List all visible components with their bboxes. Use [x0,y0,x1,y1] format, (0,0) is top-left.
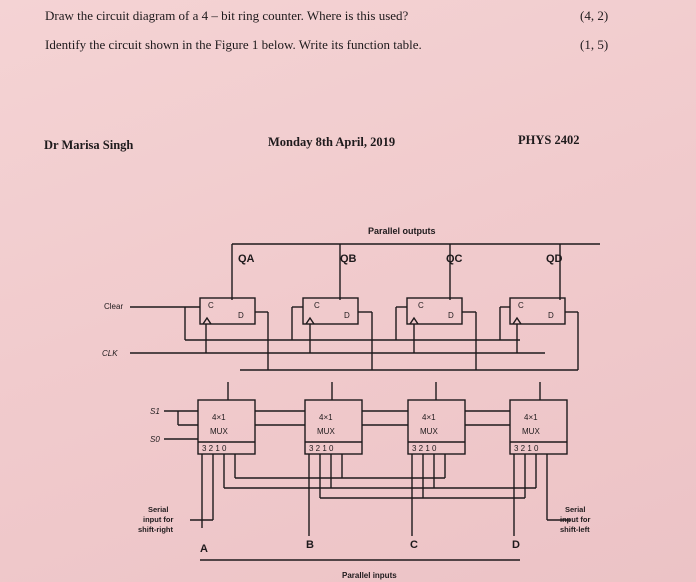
serial-left-label-1: Serial [565,505,585,514]
clear-label: Clear [104,302,123,311]
serial-right-label-1: Serial [148,505,168,514]
svg-text:3 2 1 0: 3 2 1 0 [412,444,437,453]
svg-text:MUX: MUX [210,427,228,436]
author: Dr Marisa Singh [44,138,134,152]
serial-right-label-2: input for [143,515,173,524]
svg-text:MUX: MUX [522,427,540,436]
parallel-inputs-label: Parallel inputs [342,571,397,580]
output-qd: QD [546,253,563,265]
svg-text:3 2 1 0: 3 2 1 0 [202,444,227,453]
exam-date: Monday 8th April, 2019 [268,135,396,149]
s1-label: S1 [150,407,160,416]
s0-label: S0 [150,435,160,444]
output-qa: QA [238,253,255,265]
mux-input-wiring [190,454,570,536]
svg-text:4×1: 4×1 [524,413,538,422]
flipflop-d: C D [509,297,566,325]
input-a: A [200,543,208,555]
output-qc: QC [446,253,463,265]
output-qb: QB [340,253,357,265]
course-code: PHYS 2402 [518,133,580,147]
question-2-marks: (1, 5) [580,37,609,52]
parallel-outputs-label: Parallel outputs [368,226,436,236]
flipflop-b: C D [302,297,359,325]
question-1-marks: (4, 2) [580,8,609,23]
svg-text:D: D [448,311,454,320]
svg-text:3 2 1 0: 3 2 1 0 [309,444,334,453]
svg-text:C: C [418,301,424,310]
mux-b: 4×1 MUX 3 2 1 0 [304,399,363,455]
svg-text:3 2 1 0: 3 2 1 0 [514,444,539,453]
svg-text:C: C [518,301,524,310]
input-d: D [512,539,520,551]
question-1: Draw the circuit diagram of a 4 – bit ri… [45,8,409,23]
svg-text:C: C [208,301,214,310]
svg-text:D: D [238,311,244,320]
flipflop-c: C D [406,297,463,325]
input-c: C [410,539,418,551]
svg-text:C: C [314,301,320,310]
mux-a: 4×1 MUX 3 2 1 0 [197,399,256,455]
serial-left-label-3: shift-left [560,525,590,534]
svg-text:4×1: 4×1 [212,413,226,422]
mux-c: 4×1 MUX 3 2 1 0 [407,399,466,455]
input-b: B [306,539,314,551]
svg-text:D: D [344,311,350,320]
svg-text:MUX: MUX [317,427,335,436]
svg-text:MUX: MUX [420,427,438,436]
serial-right-label-3: shift-right [138,525,173,534]
svg-text:4×1: 4×1 [422,413,436,422]
question-2: Identify the circuit shown in the Figure… [45,37,422,52]
flipflop-a: C D [199,297,256,325]
mux-d: 4×1 MUX 3 2 1 0 [509,399,568,455]
clk-label: CLK [102,349,118,358]
svg-text:D: D [548,311,554,320]
svg-text:4×1: 4×1 [319,413,333,422]
serial-left-label-2: input for [560,515,590,524]
